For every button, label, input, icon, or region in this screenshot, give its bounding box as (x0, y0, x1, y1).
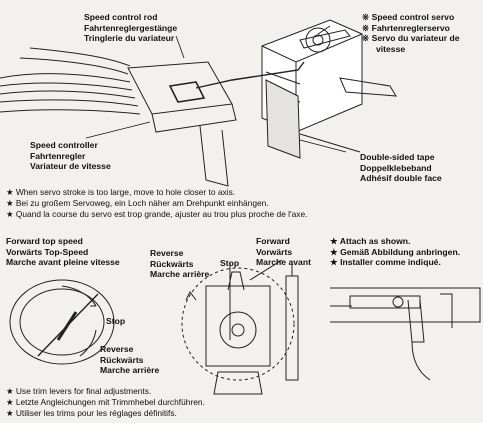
label-de: Fahrtenreglergestänge (84, 22, 178, 33)
forward-top-speed-label: Forward top speed Vorwärts Top-Speed Mar… (6, 236, 120, 268)
label-de: Doppelklebeband (360, 162, 432, 173)
servo-stroke-note-en: ★ When servo stroke is too large, move t… (6, 187, 236, 197)
wire-bundle (0, 47, 141, 115)
trim-note-en: ★ Use trim levers for final adjustments. (6, 386, 152, 396)
speed-controller-label: Speed controller Fahrtenregler Variateur… (30, 140, 111, 172)
speed-control-servo-label: ※ Speed control servo ※ Fahrtenreglerser… (362, 12, 459, 54)
trim-note-fr: ★ Utiliser les trims pour les réglages d… (6, 408, 177, 418)
speed-control-rod (195, 61, 305, 89)
label-fr-cont: vitesse (376, 43, 406, 54)
attach-notes: ★ Attach as shown. ★ Gemäß Abbildung anb… (330, 236, 460, 268)
double-sided-tape-label: Double-sided tape Doppelklebeband Adhési… (360, 152, 442, 184)
label-en: ★ Attach as shown. (330, 236, 411, 246)
label-de: Vorwärts Top-Speed (6, 246, 89, 257)
trim-note-de: ★ Letzte Angleichungen mit Trimmhebel du… (6, 397, 205, 407)
label-de: Vorwärts (256, 246, 293, 257)
leader-lines (85, 25, 347, 153)
forward-label: Forward Vorwärts Marche avant (256, 236, 311, 268)
label-fr: ※ Servo du variateur de (362, 33, 460, 43)
label-de: Fahrtenregler (30, 150, 86, 161)
label-fr: Variateur de vitesse (30, 161, 111, 171)
label-de: ※ Fahrtenreglerservo (362, 22, 450, 33)
reverse-label-top: Reverse Rückwärts Marche arrière (150, 248, 209, 280)
speed-controller-unit (127, 61, 237, 187)
label-en: Speed controller (30, 140, 98, 150)
label-fr: Adhésif double face (360, 173, 442, 183)
label-en: Reverse (100, 344, 134, 354)
label-en: Double-sided tape (360, 152, 435, 162)
servo-horn-mechanism (181, 259, 299, 395)
label-fr: Marche arrière (150, 269, 210, 279)
label-de: Rückwärts (100, 354, 144, 365)
label-fr: Marche avant pleine vitesse (6, 257, 120, 267)
label-en: Forward top speed (6, 236, 83, 246)
label-en: ※ Speed control servo (362, 12, 455, 22)
speed-control-rod-label: Speed control rod Fahrtenreglergestänge … (84, 12, 177, 44)
label-de: Rückwärts (150, 258, 194, 269)
label-fr: Tringlerie du variateur (84, 33, 175, 43)
trim-wheel-diagram (9, 279, 115, 365)
stop-label-left: Stop (106, 316, 126, 326)
stop-label-top: Stop (220, 258, 240, 268)
mounting-detail (330, 287, 481, 381)
label-fr: ★ Installer comme indiqué. (330, 257, 441, 267)
label-en: Forward (256, 236, 290, 246)
label-fr: Marche avant (256, 257, 311, 267)
servo-stroke-note-de: ★ Bei zu großem Servoweg, ein Loch näher… (6, 198, 269, 208)
label-de: ★ Gemäß Abbildung anbringen. (330, 246, 461, 257)
reverse-label-left: Reverse Rückwärts Marche arrière (100, 344, 159, 376)
label-en: Speed control rod (84, 12, 158, 22)
double-sided-tape (265, 79, 301, 159)
label-en: Reverse (150, 248, 184, 258)
servo-stroke-note-fr: ★ Quand la course du servo est trop gran… (6, 209, 308, 219)
label-fr: Marche arrière (100, 365, 160, 375)
